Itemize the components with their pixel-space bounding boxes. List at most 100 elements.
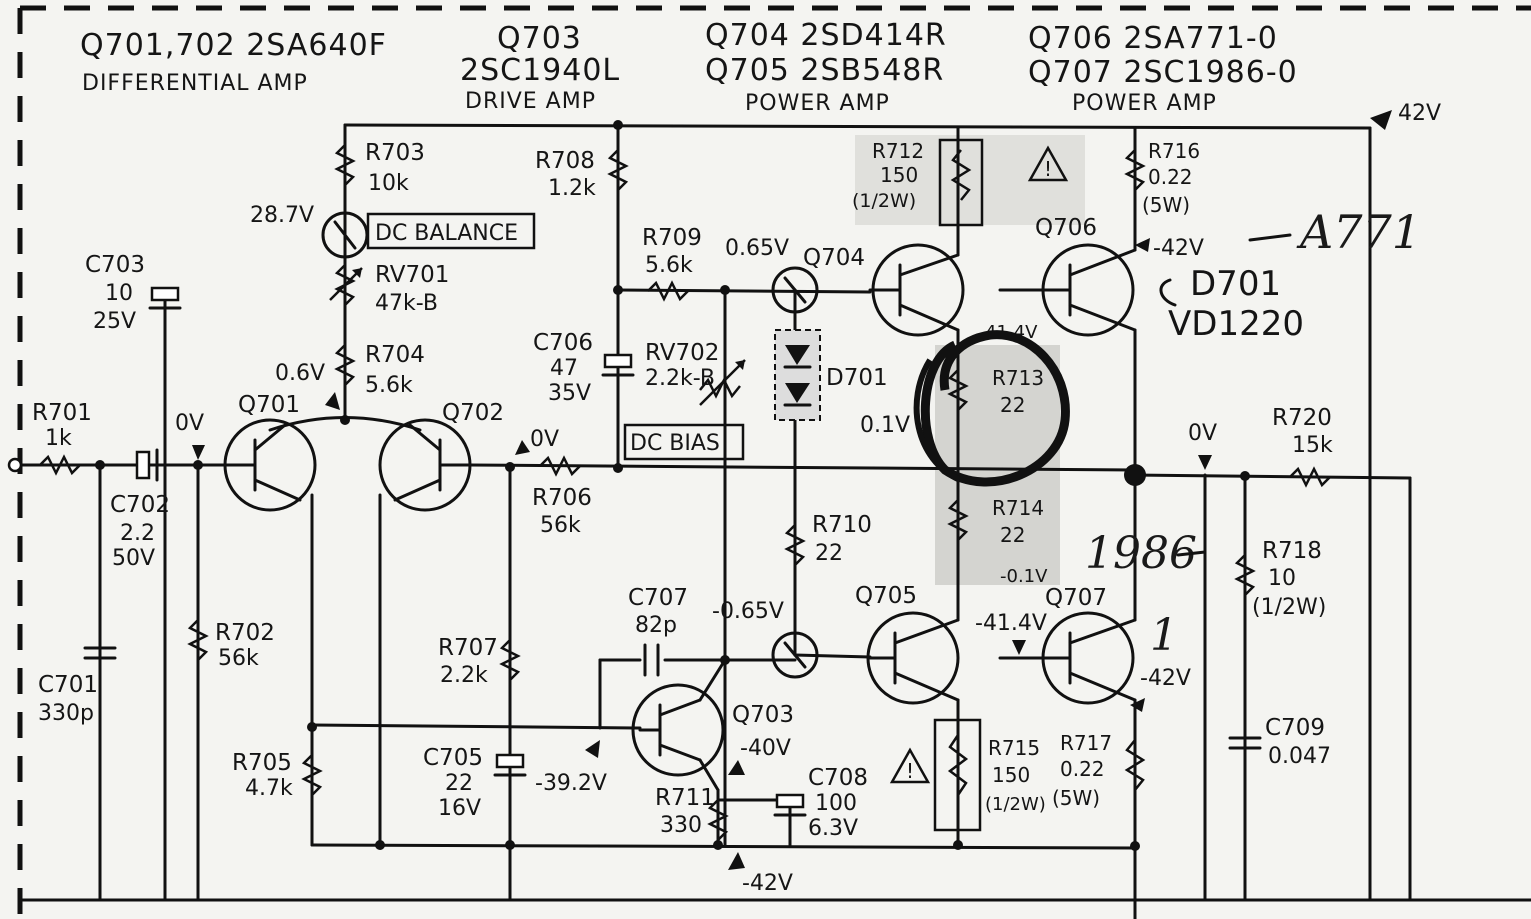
svg-text:A771: A771 (1296, 205, 1421, 259)
svg-text:R708: R708 (535, 148, 595, 174)
resistor-r711: R711 330 (655, 785, 729, 841)
svg-text:25V: 25V (93, 309, 136, 334)
resistor-r706: R706 56k (532, 455, 592, 538)
resistor-r717: R717 0.22 (5W) (1052, 731, 1146, 810)
svg-text:R701: R701 (32, 400, 92, 426)
resistor-r720: R720 15k (1272, 405, 1333, 488)
svg-text:56k: 56k (540, 513, 581, 538)
svg-text:0.047: 0.047 (1268, 744, 1331, 769)
svg-text:0V: 0V (530, 427, 559, 452)
resistor-r707: R707 2.2k (438, 635, 521, 688)
rail-label-pos: 42V (1370, 101, 1441, 130)
bias-transistor-bottom (771, 631, 819, 679)
transistor-q703: Q703 (631, 683, 794, 777)
svg-text:RV702: RV702 (645, 340, 719, 366)
svg-text:2.2k: 2.2k (440, 663, 488, 688)
svg-text:(5W): (5W) (1142, 193, 1190, 217)
capacitor-c707: C707 82p (628, 585, 688, 677)
svg-text:47: 47 (550, 356, 578, 381)
svg-text:R710: R710 (812, 512, 872, 538)
svg-text:R705: R705 (232, 750, 292, 776)
capacitor-c708: C708 100 6.3V (773, 765, 868, 841)
svg-text:330: 330 (660, 813, 702, 838)
dc-balance-box: DC BALANCE (366, 212, 536, 250)
rail-label-neg-bottom: -42V (728, 852, 793, 896)
svg-text:5.6k: 5.6k (365, 373, 413, 398)
svg-text:Q707 2SC1986-0: Q707 2SC1986-0 (1028, 55, 1298, 90)
svg-text:Q707: Q707 (1045, 585, 1107, 611)
transistor-q702: Q702 (378, 400, 504, 512)
svg-text:-41.4V: -41.4V (975, 611, 1047, 636)
svg-text:56k: 56k (218, 646, 259, 671)
voltage-labels: 28.7V 0.6V 0V 0V 0.65V 0.1V 0V -0.65V -4… (175, 203, 1217, 796)
svg-text:5.6k: 5.6k (645, 253, 693, 278)
svg-text:Q702: Q702 (442, 400, 504, 426)
svg-text:22: 22 (1000, 523, 1025, 547)
svg-text:(1/2W): (1/2W) (1252, 595, 1326, 620)
svg-text:10: 10 (105, 281, 133, 306)
resistor-r705: R705 4.7k (232, 750, 323, 801)
header-q703: Q703 2SC1940L DRIVE AMP (460, 21, 619, 114)
resistor-r709: R709 5.6k (642, 225, 702, 302)
svg-text:(1/2W): (1/2W) (852, 190, 916, 212)
svg-text:-42V: -42V (1153, 236, 1204, 261)
svg-text:R704: R704 (365, 342, 425, 368)
svg-text:R713: R713 (992, 366, 1044, 390)
svg-text:-42V: -42V (1140, 666, 1191, 691)
svg-text:Q705: Q705 (855, 583, 917, 609)
svg-text:-40V: -40V (740, 736, 791, 761)
svg-text:-42V: -42V (742, 871, 793, 896)
svg-text:6.3V: 6.3V (808, 816, 858, 841)
svg-text:!: ! (906, 759, 914, 783)
header-q704-705: Q704 2SD414R Q705 2SB548R POWER AMP (705, 18, 947, 116)
svg-text:0V: 0V (1188, 421, 1217, 446)
resistor-r718: R718 10 (1/2W) (1234, 538, 1326, 620)
potentiometer-rv701: RV701 47k-B (329, 262, 449, 316)
svg-text:D701: D701 (826, 365, 888, 391)
svg-text:Q706 2SA771-0: Q706 2SA771-0 (1028, 21, 1278, 56)
capacitor-c701: C701 330p (38, 646, 117, 726)
svg-text:R716: R716 (1148, 139, 1200, 163)
svg-text:Q701: Q701 (238, 392, 300, 418)
svg-text:Q704: Q704 (803, 245, 865, 271)
svg-text:C702: C702 (110, 492, 170, 518)
svg-text:Q701,702 2SA640F: Q701,702 2SA640F (80, 28, 387, 63)
transistor-q706: Q706 (1035, 215, 1137, 337)
svg-text:4.7k: 4.7k (245, 776, 293, 801)
transistor-q705: Q705 (855, 583, 960, 705)
svg-text:(1/2W): (1/2W) (985, 794, 1046, 815)
capacitor-c706: C706 47 35V (533, 330, 635, 406)
resistor-r702: R702 56k (187, 619, 275, 671)
svg-text:VD1220: VD1220 (1168, 304, 1304, 344)
svg-text:0V: 0V (175, 411, 204, 436)
resistor-r708: R708 1.2k (535, 148, 629, 201)
svg-text:R718: R718 (1262, 538, 1322, 564)
svg-text:C701: C701 (38, 672, 98, 698)
svg-text:C705: C705 (423, 745, 483, 771)
resistor-r714: R714 22 (947, 496, 1044, 547)
svg-text:Q704 2SD414R: Q704 2SD414R (705, 18, 947, 53)
resistor-r703: R703 10k (334, 140, 425, 196)
svg-text:R706: R706 (532, 485, 592, 511)
svg-text:POWER AMP: POWER AMP (1072, 91, 1217, 116)
svg-text:RV701: RV701 (375, 262, 449, 288)
resistor-r704: R704 5.6k (334, 342, 425, 398)
svg-text:15k: 15k (1292, 433, 1333, 458)
svg-text:R712: R712 (872, 139, 924, 163)
svg-text:DC BIAS: DC BIAS (630, 431, 720, 456)
transistor-q707: Q707 (1038, 585, 1137, 705)
svg-text:150: 150 (992, 763, 1030, 787)
resistor-r716: R716 0.22 (5W) (1124, 139, 1200, 217)
svg-text:Q706: Q706 (1035, 215, 1097, 241)
svg-text:R707: R707 (438, 635, 498, 661)
svg-text:R714: R714 (992, 496, 1044, 520)
svg-text:-0.65V: -0.65V (712, 599, 784, 624)
bias-transistor-top (771, 266, 819, 314)
svg-text:POWER AMP: POWER AMP (745, 91, 890, 116)
dc-bias-box: DC BIAS (623, 423, 745, 461)
svg-text:0.22: 0.22 (1148, 165, 1193, 189)
svg-text:R715: R715 (988, 736, 1040, 760)
svg-text:10k: 10k (368, 171, 409, 196)
svg-text:R711: R711 (655, 785, 715, 811)
capacitor-c705: C705 22 16V (423, 745, 527, 821)
